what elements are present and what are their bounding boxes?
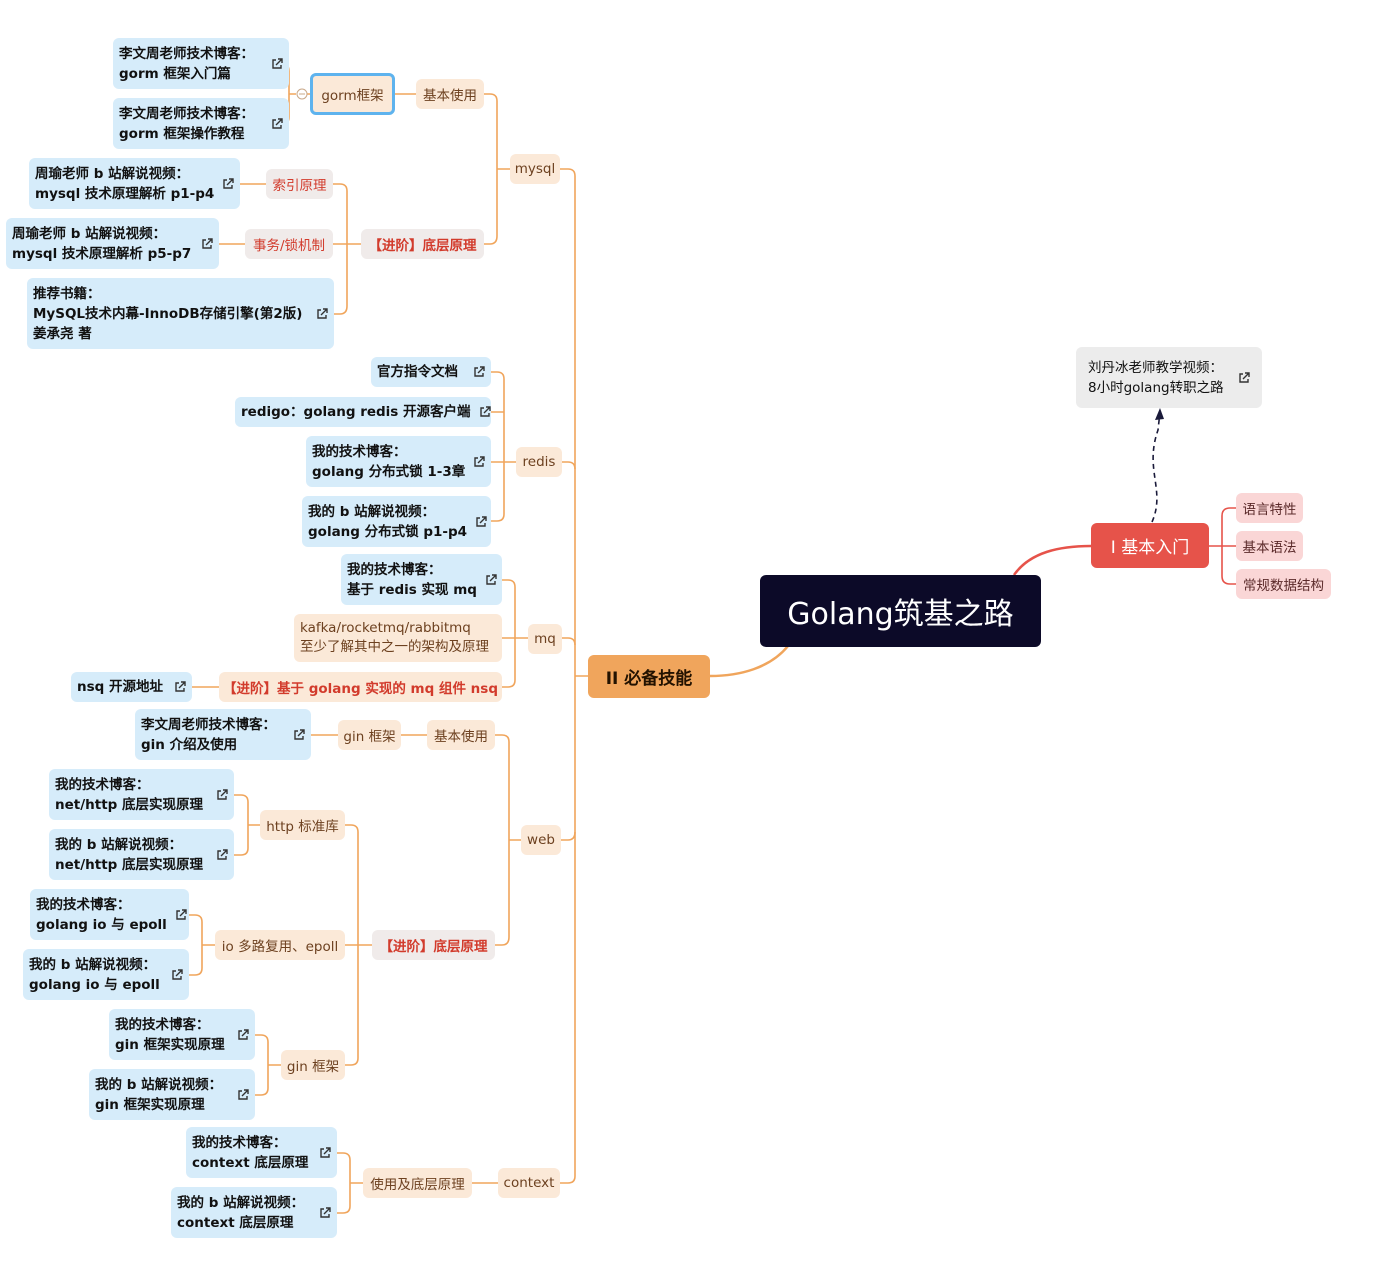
redigo-link[interactable]: redigo：golang redis 开源客户端 (235, 397, 491, 427)
web-basic-usage[interactable]: 基本使用 (427, 720, 495, 750)
external-link-icon[interactable] (237, 1088, 249, 1101)
external-link-icon[interactable] (271, 117, 283, 130)
gin-video-link[interactable]: 我的 b 站解说视频：gin 框架实现原理 (89, 1069, 255, 1120)
external-link-icon[interactable] (293, 728, 305, 741)
gin-blog-link[interactable]: 我的技术博客：gin 框架实现原理 (109, 1009, 255, 1060)
web-gin-principle[interactable]: gin 框架 (281, 1050, 345, 1080)
mysql-txn-video-link[interactable]: 周瑜老师 b 站解说视频：mysql 技术原理解析 p5-p7 (6, 218, 219, 269)
external-link-icon[interactable] (237, 1028, 249, 1041)
topic-redis[interactable]: redis (516, 447, 562, 477)
gorm-intro-link[interactable]: 李文周老师技术博客：gorm 框架入门篇 (113, 38, 289, 89)
topic-mq[interactable]: mq (528, 624, 562, 654)
topic-web[interactable]: web (521, 825, 561, 855)
external-link-icon[interactable] (316, 307, 328, 320)
mysql-basic-usage[interactable]: 基本使用 (416, 79, 484, 109)
io-blog-link[interactable]: 我的技术博客：golang io 与 epoll (30, 889, 189, 940)
topic-context[interactable]: context (498, 1168, 560, 1198)
topic-language-features[interactable]: 语言特性 (1236, 493, 1303, 523)
redis-mq-blog-link[interactable]: 我的技术博客：基于 redis 实现 mq (341, 554, 502, 605)
note-liudanbing-video[interactable]: 刘丹冰老师教学视频：8小时golang转职之路 (1076, 347, 1262, 408)
nsq-source-link[interactable]: nsq 开源地址 (71, 672, 192, 702)
gin-intro-link[interactable]: 李文周老师技术博客：gin 介绍及使用 (135, 709, 311, 760)
context-usage-principle[interactable]: 使用及底层原理 (363, 1168, 472, 1198)
web-http-stdlib[interactable]: http 标准库 (260, 810, 345, 840)
external-link-icon[interactable] (479, 406, 491, 418)
redis-docs-link[interactable]: 官方指令文档 (371, 357, 491, 387)
http-video-link[interactable]: 我的 b 站解说视频：net/http 底层实现原理 (49, 829, 234, 880)
external-link-icon[interactable] (475, 515, 487, 528)
branch-essential-skills-label: II 必备技能 (605, 669, 693, 689)
context-video-link[interactable]: 我的 b 站解说视频：context 底层原理 (171, 1187, 337, 1238)
web-advanced[interactable]: 【进阶】底层原理 (372, 930, 495, 960)
topic-data-structures[interactable]: 常规数据结构 (1236, 569, 1331, 599)
external-link-icon[interactable] (171, 968, 183, 981)
external-link-icon[interactable] (174, 681, 186, 693)
gorm-tutorial-link[interactable]: 李文周老师技术博客：gorm 框架操作教程 (113, 98, 289, 149)
root-label: Golang筑基之路 (787, 597, 1014, 632)
io-video-link[interactable]: 我的 b 站解说视频：golang io 与 epoll (23, 949, 189, 1000)
redis-lock-blog-link[interactable]: 我的技术博客：golang 分布式锁 1-3章 (306, 436, 491, 487)
external-link-icon[interactable] (473, 366, 485, 378)
topic-mysql[interactable]: mysql (510, 154, 560, 184)
branch-basics-label: I 基本入门 (1110, 538, 1190, 558)
external-link-icon[interactable] (319, 1146, 331, 1159)
external-link-icon[interactable] (201, 237, 213, 250)
mysql-transaction-lock[interactable]: 事务/锁机制 (245, 229, 333, 259)
external-link-icon[interactable] (175, 908, 187, 921)
redis-lock-video-link[interactable]: 我的 b 站解说视频：golang 分布式锁 p1-p4 (302, 496, 491, 547)
web-io-epoll[interactable]: io 多路复用、epoll (215, 930, 345, 960)
external-link-icon[interactable] (319, 1206, 331, 1219)
innodb-book-link[interactable]: 推荐书籍：MySQL技术内幕-InnoDB存储引擎(第2版)姜承尧 著 (27, 278, 334, 349)
root-node[interactable]: Golang筑基之路 (760, 575, 1041, 647)
external-link-icon[interactable] (271, 57, 283, 70)
external-link-icon[interactable] (485, 573, 497, 586)
branch-basics[interactable]: I 基本入门 (1091, 523, 1209, 568)
mysql-index-video-link[interactable]: 周瑜老师 b 站解说视频：mysql 技术原理解析 p1-p4 (29, 158, 240, 209)
mq-nsq-advanced[interactable]: 【进阶】基于 golang 实现的 mq 组件 nsq (219, 672, 502, 702)
web-gin-framework[interactable]: gin 框架 (338, 720, 401, 750)
branch-essential-skills[interactable]: II 必备技能 (588, 655, 710, 698)
external-link-icon[interactable] (1238, 371, 1250, 384)
context-blog-link[interactable]: 我的技术博客：context 底层原理 (186, 1127, 337, 1178)
mysql-gorm-framework[interactable]: gorm框架 (310, 73, 395, 115)
mysql-advanced[interactable]: 【进阶】底层原理 (361, 229, 484, 259)
external-link-icon[interactable] (216, 788, 228, 801)
external-link-icon[interactable] (473, 455, 485, 468)
http-blog-link[interactable]: 我的技术博客：net/http 底层实现原理 (49, 769, 234, 820)
topic-basic-syntax[interactable]: 基本语法 (1236, 531, 1303, 561)
external-link-icon[interactable] (222, 177, 235, 190)
mysql-index-principle[interactable]: 索引原理 (266, 169, 333, 199)
external-link-icon[interactable] (216, 848, 228, 861)
